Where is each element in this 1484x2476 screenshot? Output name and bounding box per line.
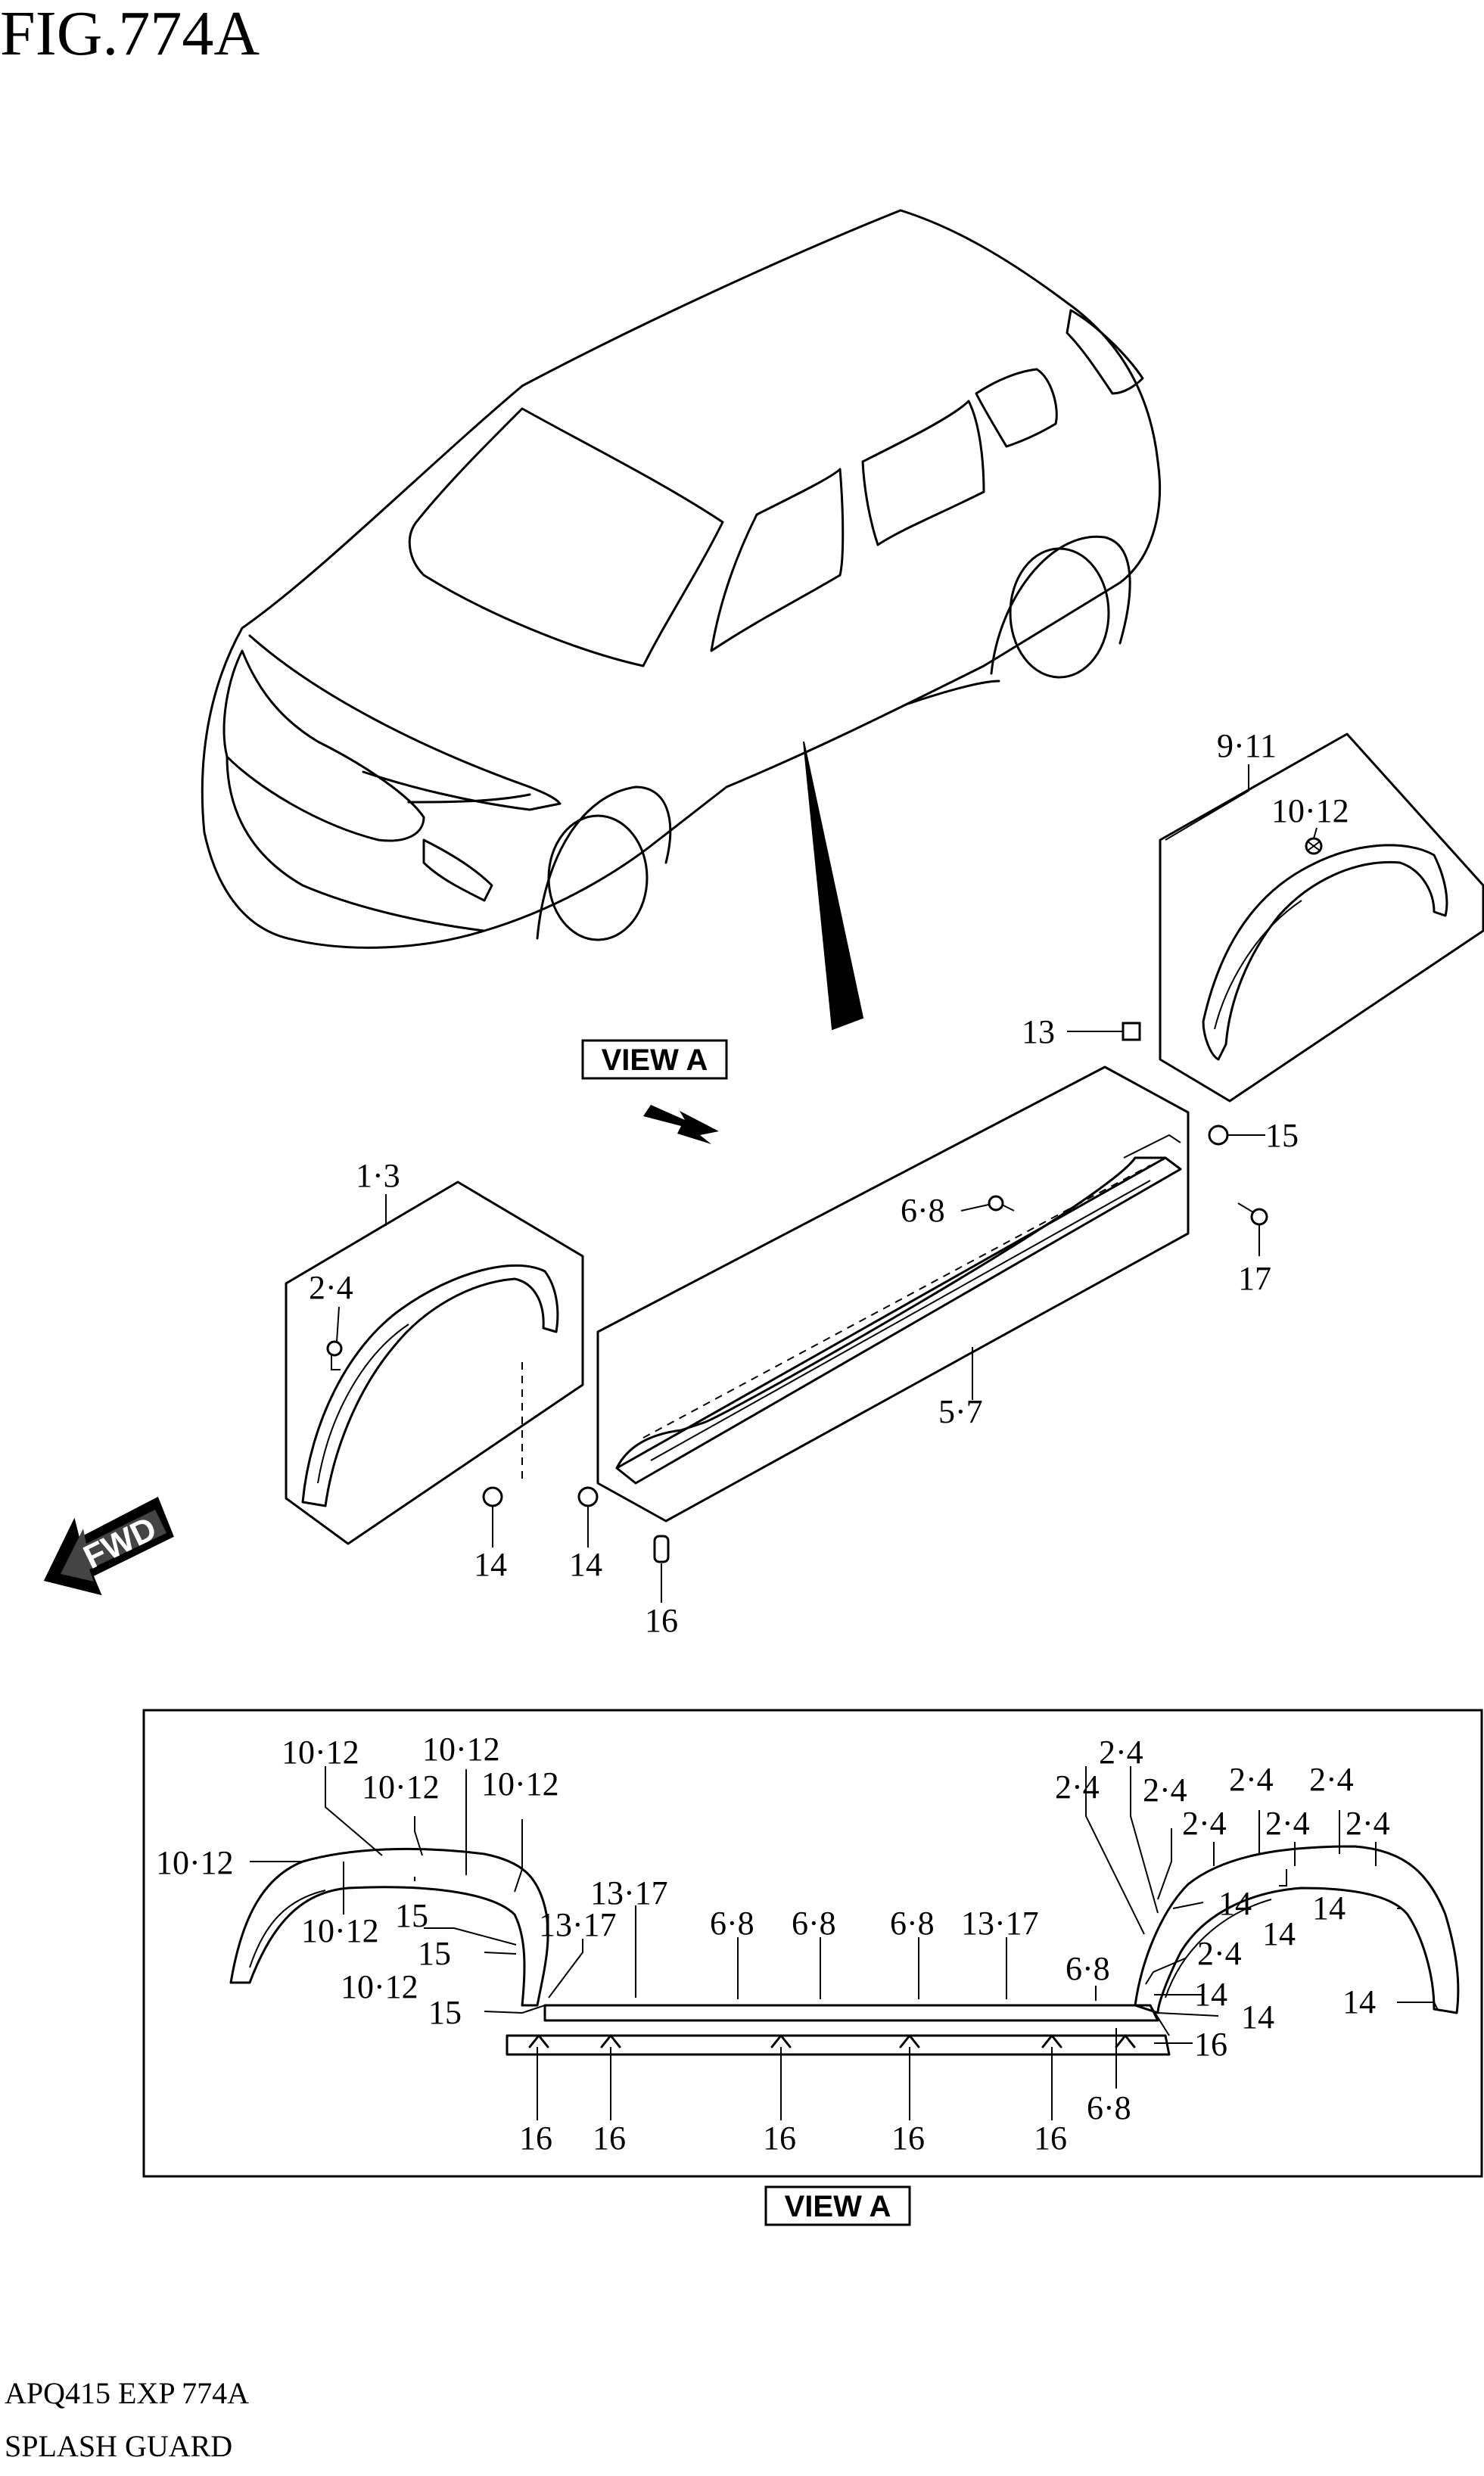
callout-label: 2·4	[1265, 1805, 1310, 1842]
vehicle-illustration	[201, 209, 1161, 1031]
callout-label: 2·4	[1309, 1761, 1354, 1798]
svg-text:VIEW A: VIEW A	[602, 1044, 708, 1077]
callout-label: 14	[1342, 1983, 1376, 2020]
view-direction-arrow	[643, 1105, 719, 1144]
callout-label: 10·12	[282, 1734, 359, 1771]
callout-label: 6·8	[1087, 2089, 1131, 2126]
callout-label: 14	[1218, 1885, 1252, 1922]
figure-code: APQ415 EXP 774A	[5, 2376, 249, 2410]
callout-label: 2·4	[309, 1269, 353, 1306]
clip-icon	[326, 1340, 343, 1370]
fastener-14-b	[577, 1486, 599, 1507]
callout-label: 15	[395, 1897, 428, 1934]
fastener-17	[1237, 1202, 1268, 1226]
callout-label: 14	[1312, 1890, 1346, 1927]
leaders-upper	[336, 764, 1318, 1603]
callout-label: 10·12	[422, 1731, 500, 1768]
view-a-tag-upper: VIEW A	[581, 1039, 728, 1080]
callout-label: 9·11	[1217, 727, 1277, 764]
callout-label: 6·8	[1066, 1950, 1110, 1987]
callout-label: 13·17	[590, 1874, 668, 1911]
callout-label: 16	[645, 1602, 678, 1639]
callout-label: 6·8	[890, 1905, 935, 1942]
figure-title: FIG.774A	[0, 0, 260, 69]
callout-label: 2·4	[1099, 1734, 1143, 1771]
callout-label: 2·4	[1182, 1805, 1227, 1842]
callout-label: 6·8	[792, 1905, 836, 1942]
leaders-view	[250, 1766, 1439, 2120]
callout-label: 2·4	[1055, 1768, 1100, 1806]
callout-label: 16	[519, 2120, 552, 2157]
callout-label: 6·8	[710, 1905, 754, 1942]
screw-icon	[988, 1195, 1015, 1212]
callout-label: 2·4	[1143, 1771, 1187, 1809]
callout-label: 2·4	[1197, 1935, 1242, 1972]
callout-label: 15	[1265, 1117, 1299, 1154]
fastener-14-a	[482, 1486, 503, 1507]
callout-label: 14	[1241, 1999, 1274, 2036]
rear-fender-panel	[1159, 733, 1484, 1103]
callout-label: 10·12	[341, 1968, 418, 2005]
side-sill-panel	[596, 1065, 1190, 1523]
callout-label: 10·12	[156, 1844, 234, 1881]
callout-label: 2·4	[1229, 1761, 1274, 1798]
callout-label: 14	[1194, 1976, 1227, 2013]
callout-label: 17	[1238, 1260, 1271, 1297]
callout-label: 13	[1022, 1013, 1055, 1050]
callout-label: 13·17	[961, 1905, 1039, 1942]
callout-label: 15	[418, 1935, 451, 1972]
fastener-13	[1122, 1022, 1141, 1041]
callout-label: 15	[428, 1994, 462, 2031]
callout-label: 16	[1194, 2026, 1227, 2063]
callout-label: 14	[1262, 1915, 1296, 1952]
figure-name: SPLASH GUARD	[5, 2429, 232, 2463]
svg-text:VIEW A: VIEW A	[785, 2190, 891, 2223]
callout-label: 10·12	[1271, 792, 1349, 829]
callout-label: 5·7	[938, 1393, 983, 1430]
view-a-box: 10·12 10·12 10·12 10·12 10·12 10·12 10·1…	[142, 1709, 1483, 2178]
callout-label: 16	[763, 2120, 796, 2157]
callout-label: 16	[891, 2120, 925, 2157]
callout-label: 16	[593, 2120, 626, 2157]
callout-label: 14	[474, 1546, 507, 1583]
fastener-15	[1208, 1124, 1229, 1146]
view-a-tag-lower: VIEW A	[764, 2185, 911, 2226]
fastener-16	[653, 1535, 670, 1563]
callout-label: 6·8	[901, 1192, 945, 1229]
callout-label: 10·12	[481, 1765, 559, 1803]
callout-label: 16	[1034, 2120, 1067, 2157]
callout-label: 1·3	[356, 1157, 400, 1194]
callout-label: 14	[569, 1546, 602, 1583]
callout-label: 13·17	[539, 1906, 617, 1943]
callout-label: 10·12	[301, 1912, 379, 1949]
callout-label: 10·12	[362, 1768, 440, 1806]
callout-label: 2·4	[1346, 1805, 1390, 1842]
fwd-arrow: FWD	[43, 1496, 174, 1596]
clip-icon	[1305, 837, 1323, 855]
front-fender-panel	[285, 1180, 584, 1545]
